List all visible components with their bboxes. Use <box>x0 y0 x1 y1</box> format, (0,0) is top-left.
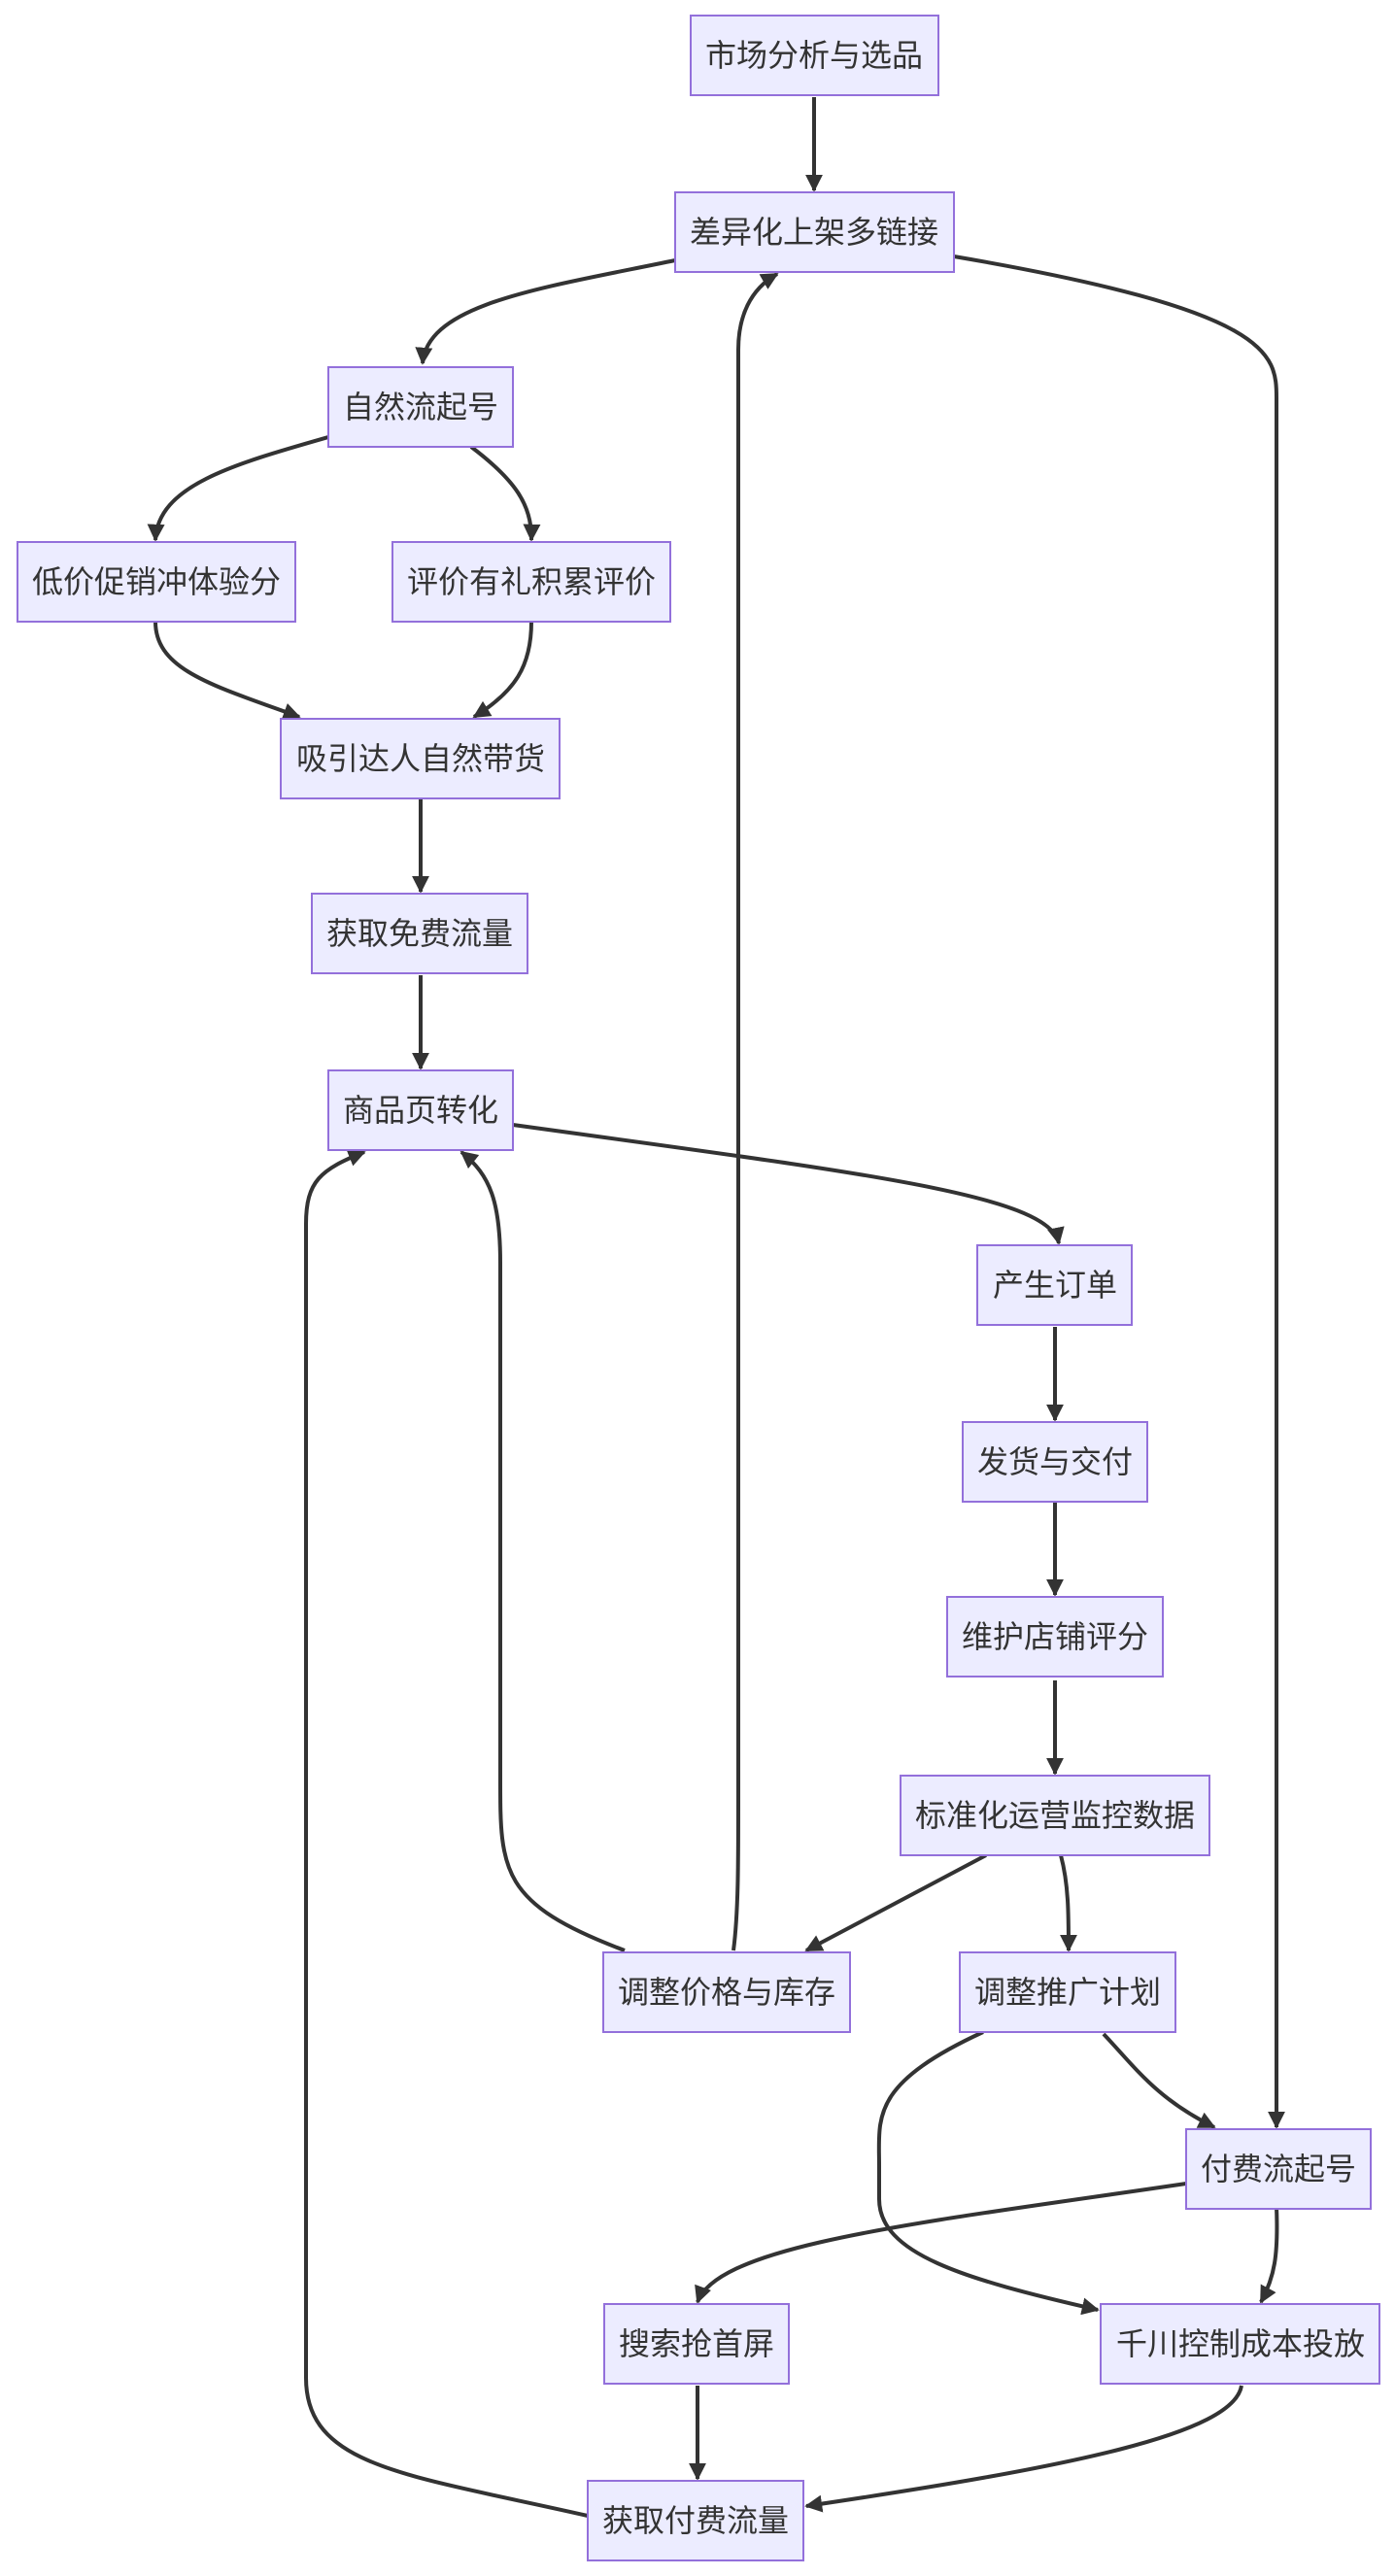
node-paid-start-label: 付费流起号 <box>1201 2151 1356 2187</box>
edge-paid-traffic-to-product-page-conversion <box>304 1149 589 2518</box>
edge-paid-start-to-qianchuan-ads <box>1259 2206 1279 2304</box>
node-standard-ops-monitor-label: 标准化运营监控数据 <box>915 1797 1195 1834</box>
node-organic-start-label: 自然流起号 <box>343 389 498 425</box>
node-attract-influencers-label: 吸引达人自然带货 <box>296 740 545 777</box>
edge-review-gift-to-attract-influencers <box>472 621 533 719</box>
node-ship-deliver: 发货与交付 <box>962 1421 1148 1503</box>
node-product-page-conversion: 商品页转化 <box>327 1069 514 1151</box>
node-store-rating-label: 维护店铺评分 <box>962 1618 1148 1655</box>
node-review-gift: 评价有礼积累评价 <box>391 541 671 623</box>
node-diff-listing: 差异化上架多链接 <box>674 191 955 273</box>
edge-product-page-conversion-to-generate-orders <box>512 1123 1065 1245</box>
node-low-price-promo: 低价促销冲体验分 <box>17 541 296 623</box>
node-adjust-promo-plan: 调整推广计划 <box>959 1951 1176 2033</box>
node-qianchuan-ads-label: 千川控制成本投放 <box>1116 2325 1365 2362</box>
node-search-top-screen-label: 搜索抢首屏 <box>619 2325 774 2362</box>
node-search-top-screen: 搜索抢首屏 <box>603 2303 790 2385</box>
edge-standard-ops-monitor-to-adjust-price-stock <box>804 1853 987 1952</box>
node-free-traffic: 获取免费流量 <box>311 893 528 974</box>
edge-adjust-promo-plan-to-qianchuan-ads <box>876 2030 1100 2316</box>
node-generate-orders-label: 产生订单 <box>993 1267 1117 1304</box>
edge-low-price-promo-to-attract-influencers <box>153 621 301 720</box>
edge-organic-start-to-low-price-promo <box>147 435 329 542</box>
node-review-gift-label: 评价有礼积累评价 <box>407 563 656 600</box>
node-market-selection: 市场分析与选品 <box>690 15 939 96</box>
node-adjust-promo-plan-label: 调整推广计划 <box>974 1974 1161 2011</box>
node-attract-influencers: 吸引达人自然带货 <box>280 718 561 799</box>
node-market-selection-label: 市场分析与选品 <box>705 37 923 74</box>
edge-paid-start-to-search-top-screen <box>695 2182 1187 2304</box>
edge-adjust-price-stock-to-product-page-conversion <box>459 1150 626 1952</box>
edge-organic-start-to-review-gift <box>469 445 541 542</box>
node-low-price-promo-label: 低价促销冲体验分 <box>32 563 281 600</box>
edge-standard-ops-monitor-to-adjust-promo-plan <box>1059 1854 1077 1952</box>
edge-qianchuan-ads-to-paid-traffic <box>804 2385 1243 2513</box>
edge-adjust-promo-plan-to-paid-start <box>1102 2032 1216 2129</box>
node-product-page-conversion-label: 商品页转化 <box>343 1092 498 1129</box>
node-generate-orders: 产生订单 <box>976 1244 1133 1326</box>
node-adjust-price-stock: 调整价格与库存 <box>602 1951 851 2033</box>
node-ship-deliver-label: 发货与交付 <box>977 1443 1133 1480</box>
node-free-traffic-label: 获取免费流量 <box>326 915 513 952</box>
node-store-rating: 维护店铺评分 <box>946 1596 1164 1678</box>
node-organic-start: 自然流起号 <box>327 366 514 448</box>
edge-adjust-price-stock-to-diff-listing <box>732 272 779 1951</box>
node-paid-traffic-label: 获取付费流量 <box>602 2502 789 2539</box>
node-paid-start: 付费流起号 <box>1185 2128 1372 2210</box>
node-qianchuan-ads: 千川控制成本投放 <box>1100 2303 1380 2385</box>
node-paid-traffic: 获取付费流量 <box>587 2480 804 2561</box>
node-standard-ops-monitor: 标准化运营监控数据 <box>900 1775 1210 1856</box>
node-adjust-price-stock-label: 调整价格与库存 <box>618 1974 835 2011</box>
node-diff-listing-label: 差异化上架多链接 <box>690 214 938 251</box>
edge-diff-listing-to-organic-start <box>415 258 676 365</box>
edge-diff-listing-to-paid-start <box>953 254 1285 2129</box>
